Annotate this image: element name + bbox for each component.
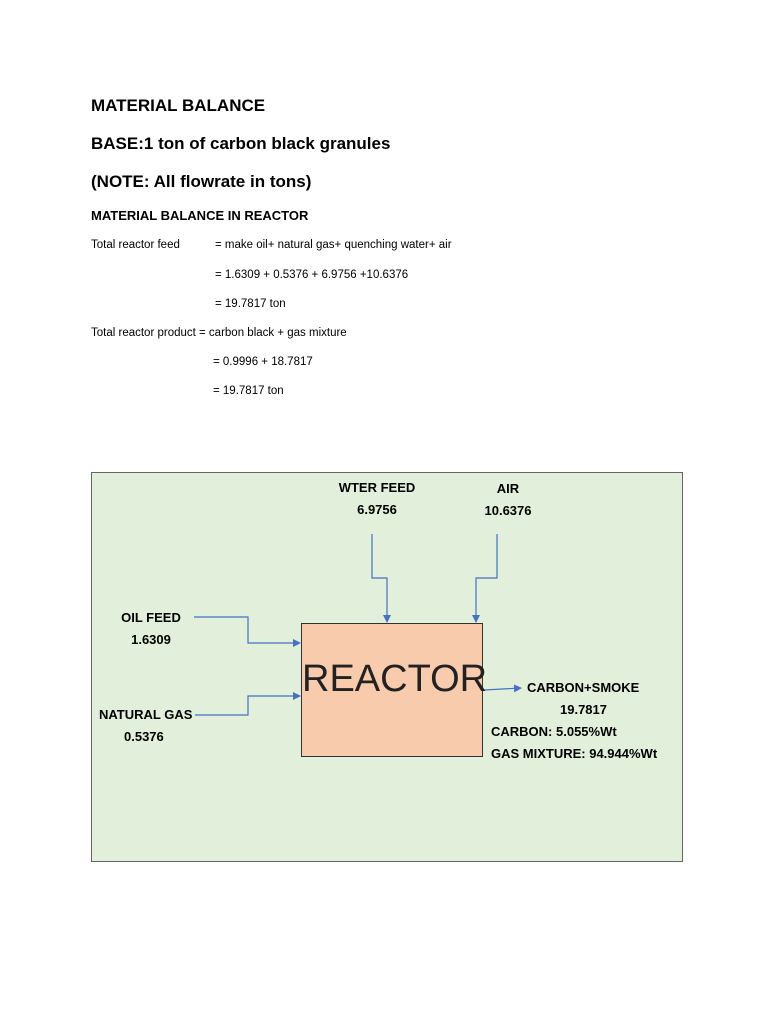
air-arrow (472, 534, 498, 623)
output-arrow (483, 684, 522, 693)
feed-equation-3: = 19.7817 ton (215, 298, 286, 310)
section-heading: MATERIAL BALANCE IN REACTOR (91, 208, 309, 223)
flow-arrows (194, 534, 522, 716)
feed-label: Total reactor feed (91, 239, 180, 251)
natural-gas-arrow (195, 692, 301, 716)
reactor-block: REACTOR (301, 623, 488, 757)
feed-equation-2: = 1.6309 + 0.5376 + 6.9756 +10.6376 (215, 269, 409, 281)
output-label: CARBON+SMOKE (527, 680, 640, 695)
product-equation-2: = 0.9996 + 18.7817 (213, 356, 313, 368)
water-feed-label: WTER FEED (338, 480, 416, 495)
reactor-flow-diagram: REACTOR WTER FEED 6.9756 AIR 10.6376 OIL… (91, 472, 683, 862)
note-line: (NOTE: All flowrate in tons) (91, 172, 312, 191)
oil-feed-label: OIL FEED (121, 610, 181, 625)
reactor-label: REACTOR (302, 658, 488, 700)
oil-feed-value: 1.6309 (131, 632, 171, 647)
air-label: AIR (496, 481, 520, 496)
water-feed-value: 6.9756 (357, 502, 397, 517)
natural-gas-label: NATURAL GAS (99, 707, 193, 722)
water-feed-arrow (371, 534, 391, 623)
carbon-composition: CARBON: 5.055%Wt (491, 724, 617, 739)
gas-mixture-composition: GAS MIXTURE: 94.944%Wt (491, 746, 658, 761)
product-equation-3: = 19.7817 ton (213, 385, 284, 397)
air-value: 10.6376 (484, 503, 532, 518)
product-line: Total reactor product = carbon black + g… (91, 327, 347, 339)
output-value: 19.7817 (560, 702, 607, 717)
page-title: MATERIAL BALANCE (91, 96, 266, 115)
feed-equation-1: = make oil+ natural gas+ quenching water… (215, 239, 452, 251)
basis-line: BASE:1 ton of carbon black granules (91, 134, 391, 153)
natural-gas-value: 0.5376 (124, 729, 164, 744)
oil-feed-arrow (194, 616, 301, 647)
